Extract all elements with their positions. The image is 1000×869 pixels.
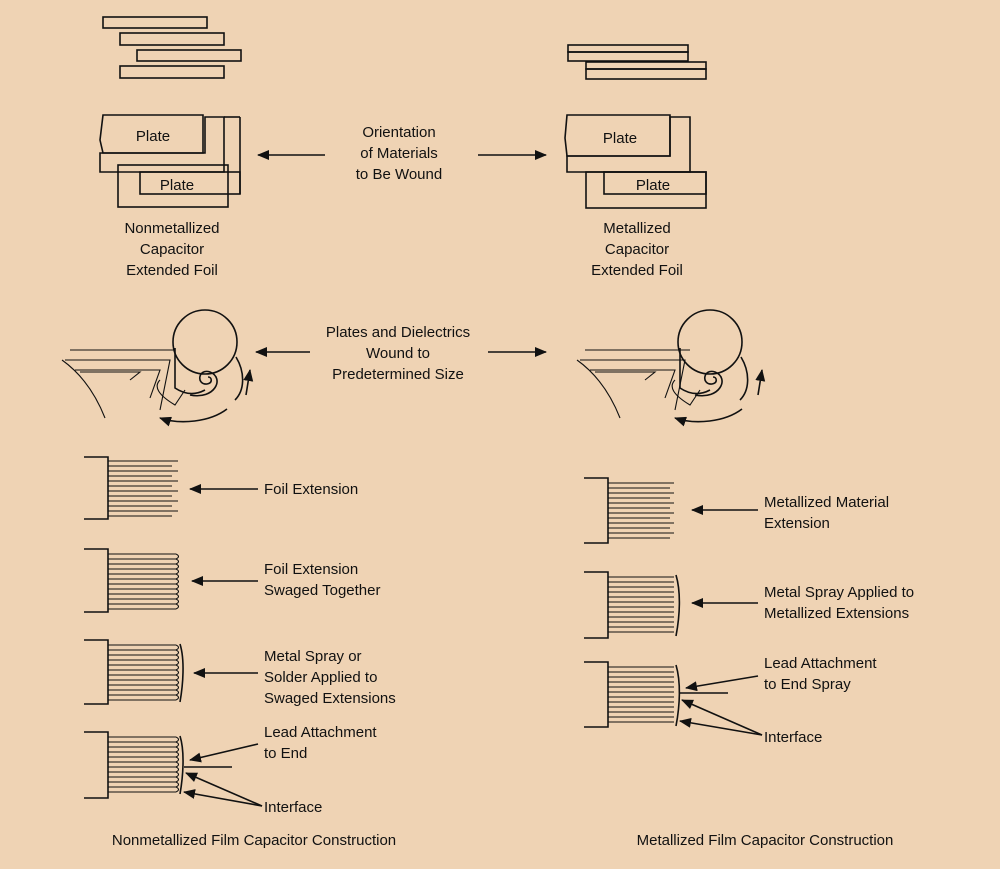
right-interface-arrow-1: [681, 699, 763, 736]
left-step-metal-spray: [84, 639, 184, 705]
orientation-label-line-3: to Be Wound: [356, 166, 442, 183]
left-plate-assembly: [99, 114, 241, 208]
swaged-label-line-2: Swaged Together: [264, 582, 380, 599]
right-layer-stack: [567, 44, 707, 80]
left-step-swaged: [84, 548, 180, 613]
left-interface-arrow-1: [185, 772, 263, 807]
right-metal-spray-label-line-1: Metal Spray Applied to: [764, 584, 914, 601]
right-lead-arrow: [685, 675, 759, 692]
winding-label-line-3: Predetermined Size: [332, 366, 464, 383]
left-figure-title: Nonmetallized Film Capacitor Constructio…: [112, 832, 396, 849]
left-caption-line-1: Nonmetallized: [124, 220, 219, 237]
winding-label-line-1: Plates and Dielectrics: [326, 324, 470, 341]
right-lead-label-line-1: Lead Attachment: [764, 655, 877, 672]
left-upper-plate-label: Plate: [136, 128, 170, 145]
right-interface-label: Interface: [764, 729, 822, 746]
right-step-lead-attachment: [584, 661, 728, 728]
right-plate-assembly: [564, 114, 707, 209]
foil-extension-label: Foil Extension: [264, 481, 358, 498]
right-caption-line-2: Capacitor: [605, 241, 669, 258]
metal-spray-label-line-2: Solder Applied to: [264, 669, 377, 686]
right-upper-plate-label: Plate: [603, 130, 637, 147]
right-lead-label-line-2: to End Spray: [764, 676, 851, 693]
right-step-material-extension: [584, 477, 674, 544]
left-lead-arrow: [189, 743, 259, 763]
orientation-label-line-1: Orientation: [362, 124, 435, 141]
right-step-metal-spray: [584, 571, 681, 639]
right-interface-arrow-2: [679, 717, 763, 736]
material-extension-label-line-1: Metallized Material: [764, 494, 889, 511]
right-caption-line-3: Extended Foil: [591, 262, 683, 279]
right-winding-roll: [576, 309, 766, 427]
left-step-foil-extension: [84, 456, 178, 520]
metal-spray-label-line-3: Swaged Extensions: [264, 690, 396, 707]
left-winding-roll: [61, 309, 254, 427]
swaged-label-line-1: Foil Extension: [264, 561, 358, 578]
material-extension-label-line-2: Extension: [764, 515, 830, 532]
orientation-label-line-2: of Materials: [360, 145, 438, 162]
left-lower-plate-label: Plate: [160, 177, 194, 194]
left-interface-label: Interface: [264, 799, 322, 816]
right-caption-line-1: Metallized: [603, 220, 671, 237]
left-step-lead-attachment: [84, 731, 232, 799]
left-lead-label-line-2: to End: [264, 745, 307, 762]
left-caption-line-2: Capacitor: [140, 241, 204, 258]
left-lead-label-line-1: Lead Attachment: [264, 724, 377, 741]
left-layer-stack: [102, 16, 242, 79]
left-caption-line-3: Extended Foil: [126, 262, 218, 279]
right-metal-spray-label-line-2: Metallized Extensions: [764, 605, 909, 622]
right-lower-plate-label: Plate: [636, 177, 670, 194]
right-figure-title: Metallized Film Capacitor Construction: [637, 832, 894, 849]
metal-spray-label-line-1: Metal Spray or: [264, 648, 362, 665]
left-interface-arrow-2: [183, 789, 263, 807]
winding-label-line-2: Wound to: [366, 345, 430, 362]
